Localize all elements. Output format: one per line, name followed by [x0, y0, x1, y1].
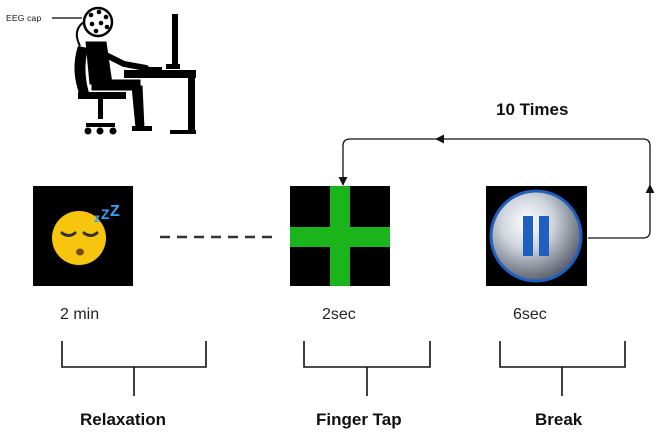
repeat-loop-arrow — [338, 134, 655, 239]
duration-finger-tap: 2sec — [322, 306, 356, 323]
stimulus-finger-tap — [290, 186, 390, 286]
subject-at-desk-icon — [52, 6, 196, 135]
stimulus-relaxation: z Z Z — [33, 186, 133, 286]
green-cross-icon — [290, 186, 390, 286]
bracket-finger-tap — [303, 341, 431, 396]
bracket-break — [499, 341, 626, 396]
duration-relaxation: 2 min — [60, 306, 100, 323]
eeg-cap-icon — [75, 6, 114, 47]
pause-icon — [489, 189, 583, 283]
svg-text:z: z — [94, 211, 100, 225]
svg-text:Z: Z — [110, 203, 120, 220]
eeg-cap-label: EEG cap — [6, 13, 42, 23]
stimulus-break — [486, 186, 587, 286]
repeat-count-label: 10 Times — [496, 100, 569, 119]
sleeping-face-icon: z Z Z — [52, 203, 120, 265]
phase-label-relaxation: Relaxation — [80, 410, 166, 429]
duration-break: 6sec — [513, 306, 547, 323]
bracket-relaxation — [61, 341, 207, 396]
phase-label-break: Break — [535, 410, 583, 429]
phase-label-finger-tap: Finger Tap — [316, 410, 402, 429]
svg-text:Z: Z — [101, 206, 110, 222]
